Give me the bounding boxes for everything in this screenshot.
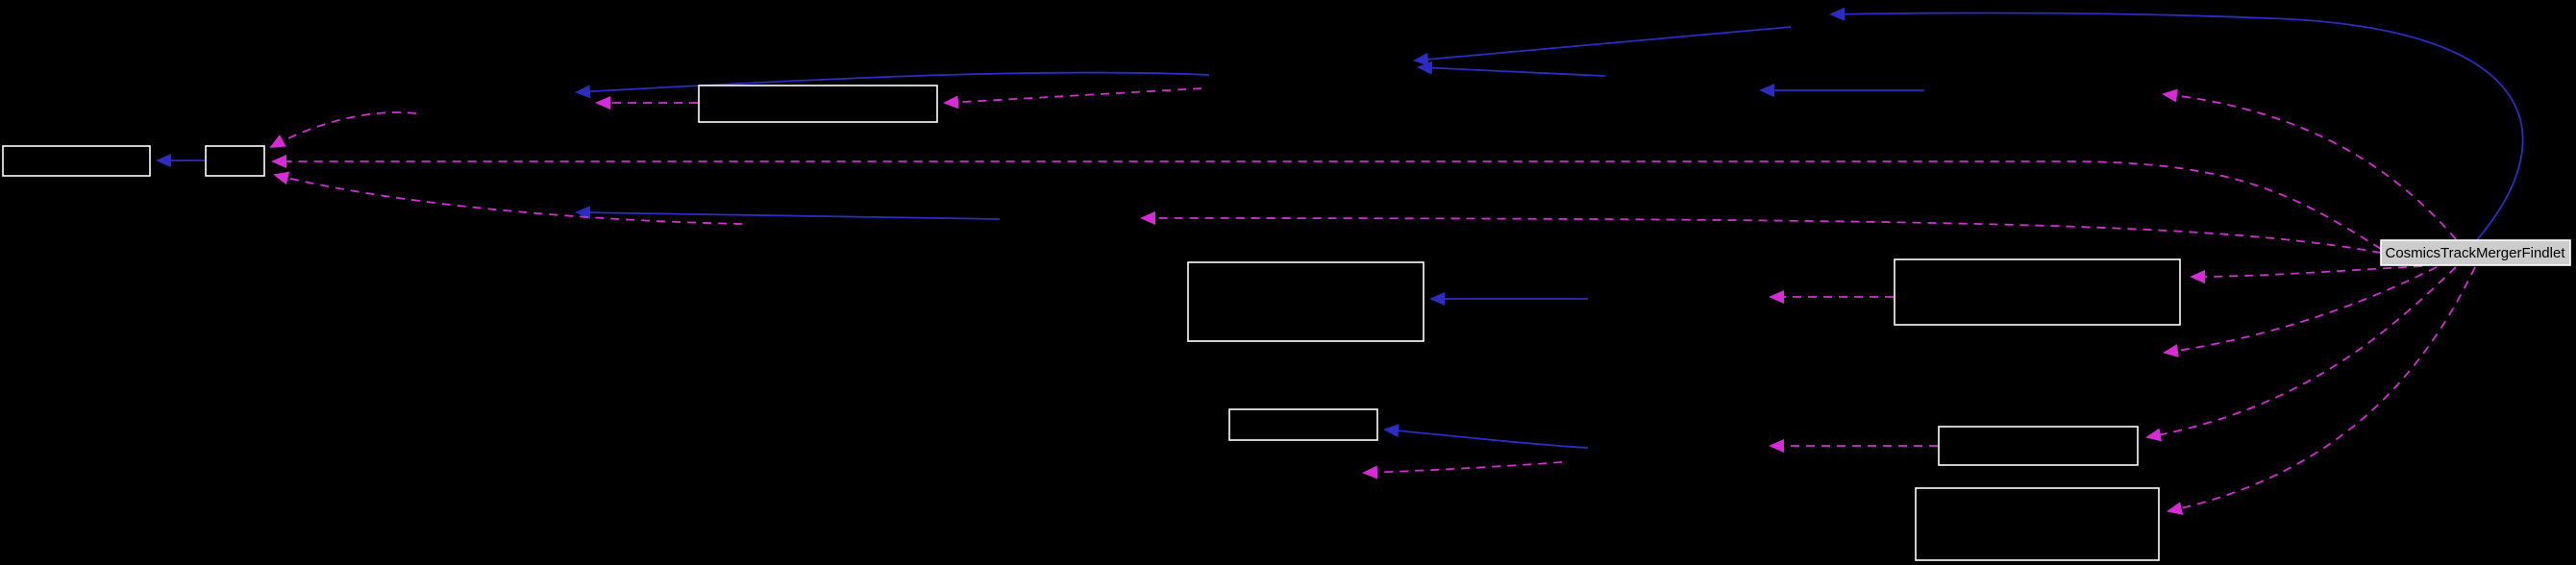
edge-blue-into-center-small [1383,424,1589,449]
graph-node-center-small[interactable] [1228,408,1378,441]
edge-blue-top-diagonal [1413,26,1792,66]
edge-blue-upper-left [575,71,1210,99]
edge-blue-top-arc [1829,7,2524,243]
edge-magenta-below-center-small [1362,461,1563,479]
graph-node-main-label: CosmicsTrackMergerFindlet [2386,245,2566,261]
graph-node-main-box[interactable] [2380,239,2571,266]
edge-blue-top-short [1417,61,1606,77]
graph-node-upper-mid[interactable] [698,85,938,123]
graph-node-left-small[interactable] [205,145,265,177]
edge-magenta-fan-right-small [2145,266,2457,442]
graph-node-right-large[interactable] [1894,258,2181,326]
edge-magenta-curve-to-left-top [269,111,417,148]
edge-magenta-fan-bottom-right [2167,266,2476,515]
graph-node-right-small[interactable] [1938,426,2139,466]
edge-magenta-long-horizontal [271,155,2382,250]
graph-node-bottom-right[interactable] [1915,487,2160,561]
edge-magenta-into-upper-right [943,87,1202,110]
edge-magenta-fan-top-right [2162,88,2457,240]
graph-node-far-left[interactable] [2,145,151,177]
edge-blue-mid-left [575,206,1001,220]
edge-magenta-curve-to-left-bottom [273,171,743,225]
graph-node-center-large[interactable] [1187,261,1424,342]
edge-magenta-fan-mid [2163,266,2438,357]
edge-magenta-long-mid [1140,211,2382,254]
graph-node-main[interactable]: CosmicsTrackMergerFindlet [2380,239,2571,266]
edge-magenta-fan-right-large [2190,265,2423,283]
